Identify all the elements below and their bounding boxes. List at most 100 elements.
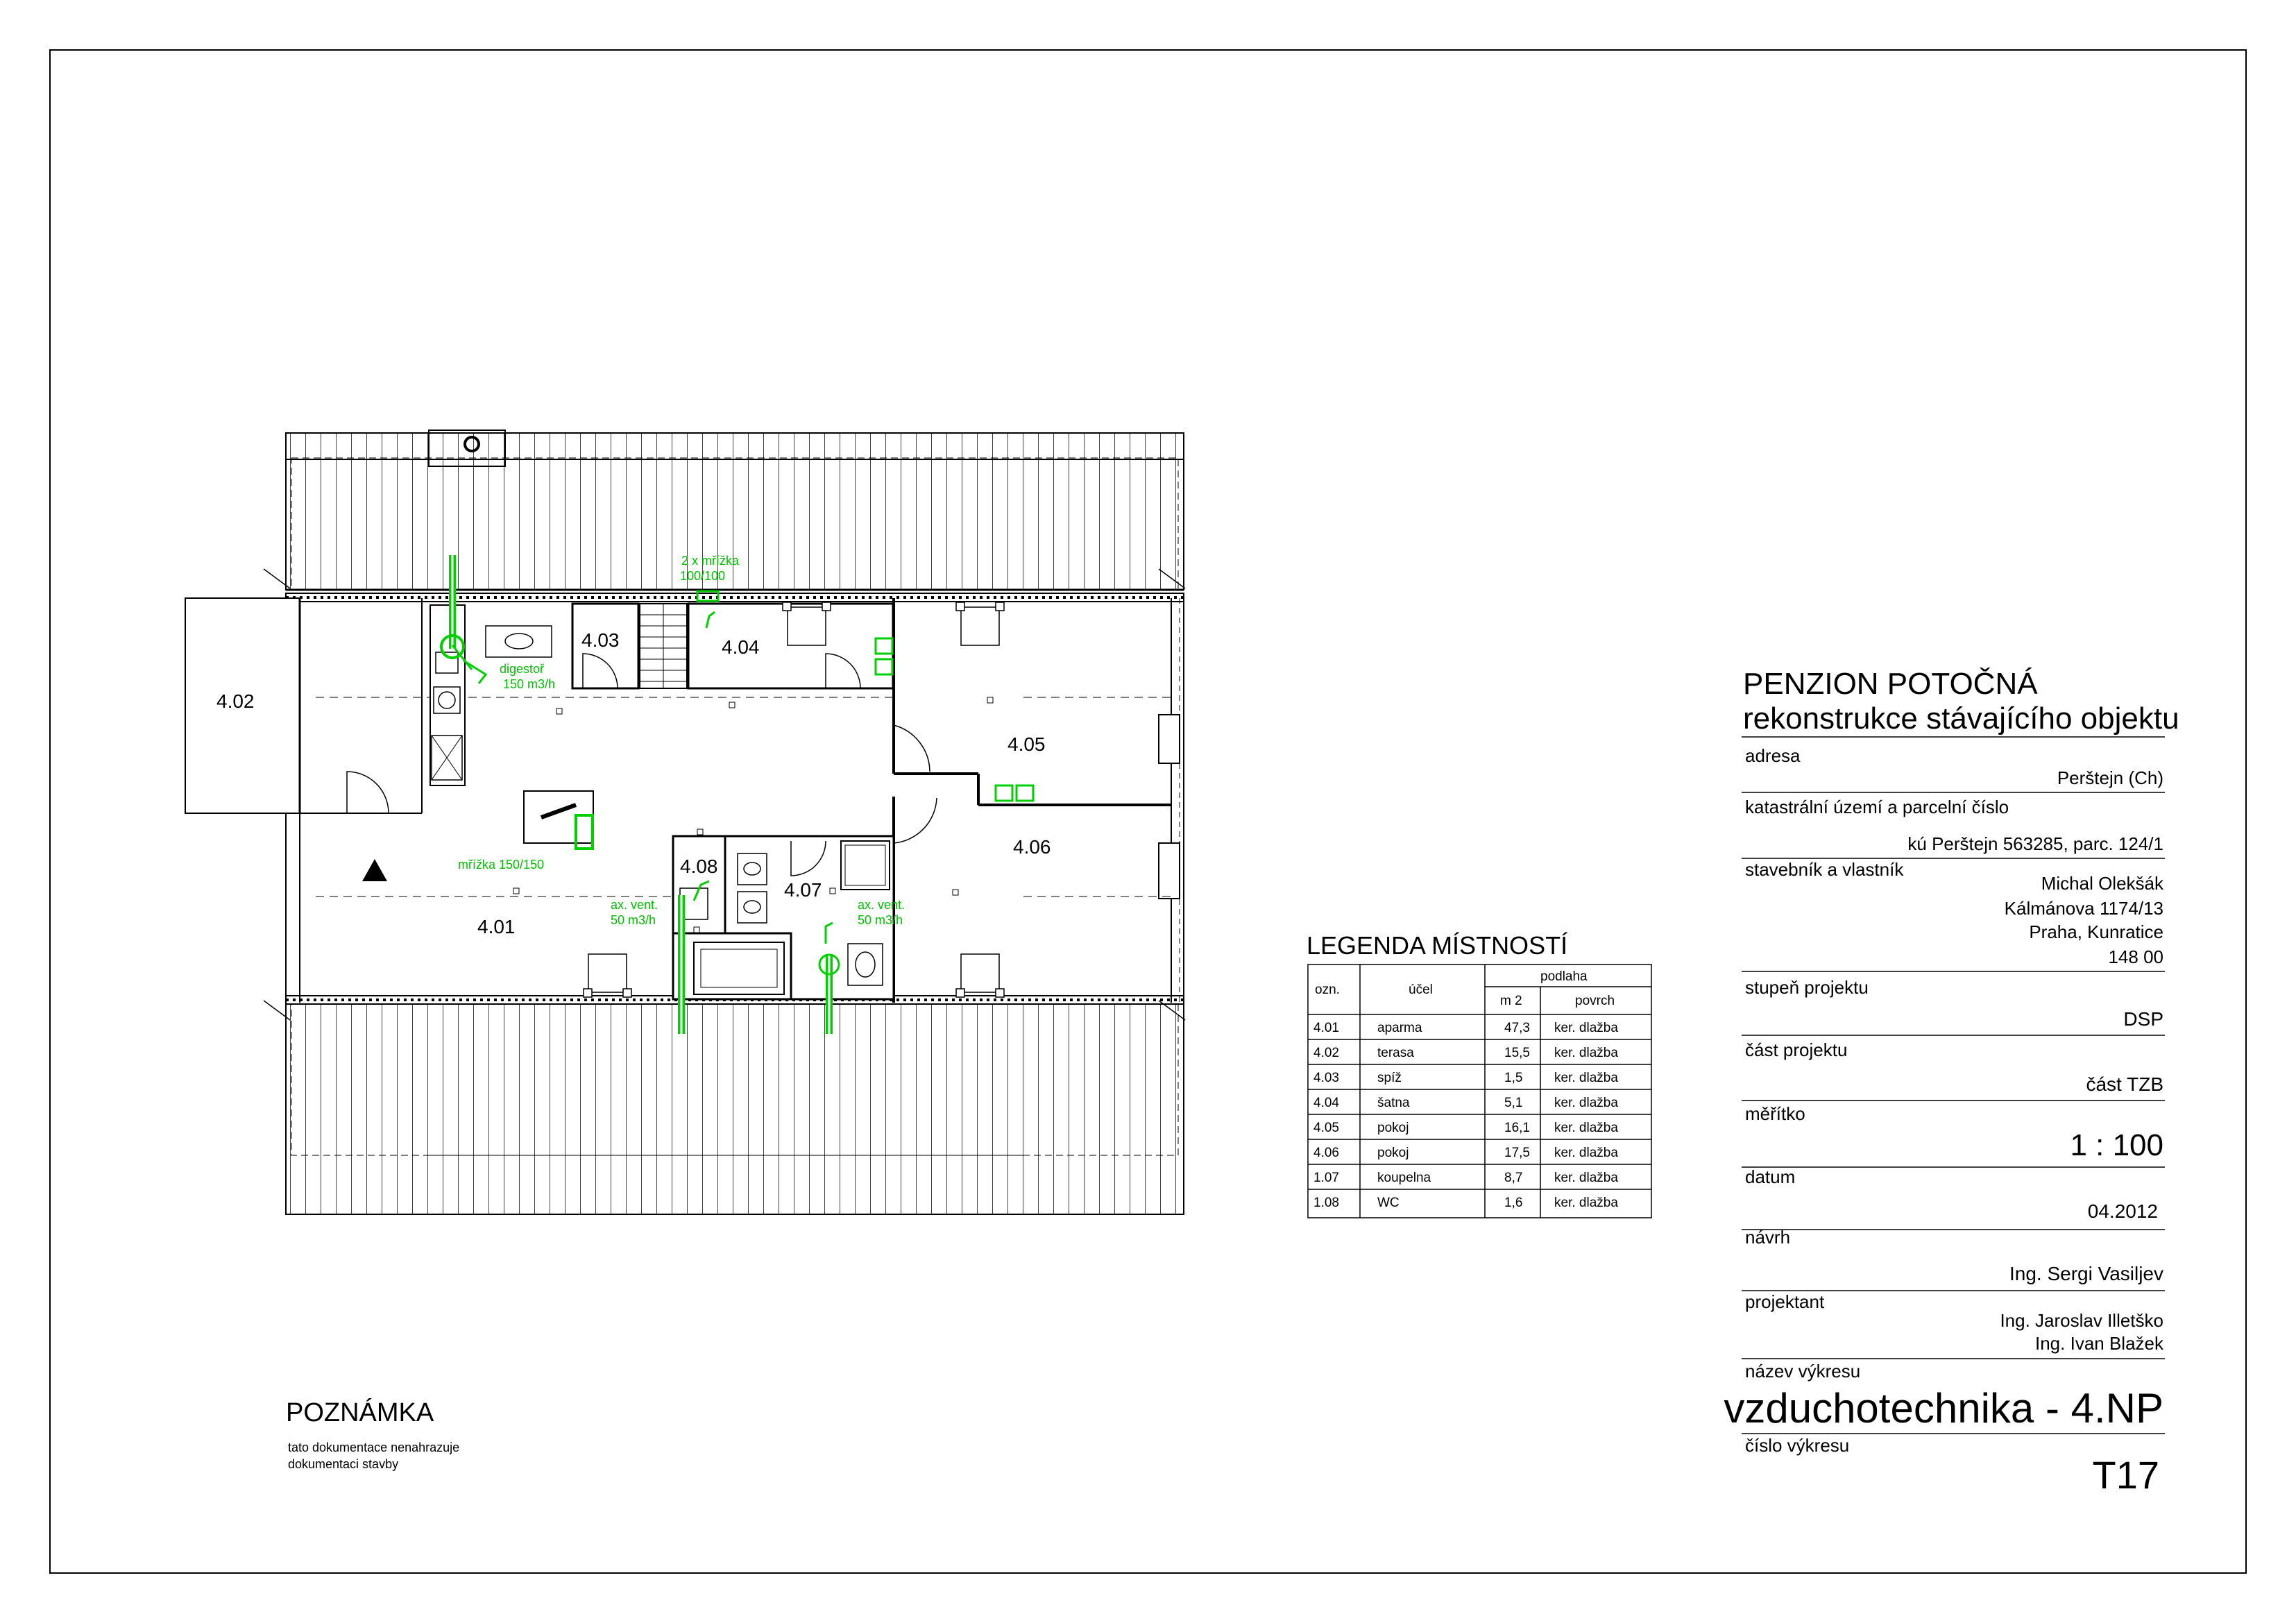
legend-cell-purpose: WC [1377,1196,1400,1210]
owner-name: Michal Olekšák [2041,873,2164,894]
legend-cell-purpose: pokoj [1377,1121,1409,1135]
room-4-03 [571,602,640,690]
legend-header-code: ozn. [1315,983,1340,997]
legend-cell-surface: ker. dlažba [1554,1096,1618,1110]
drawing-number: T17 [2093,1453,2160,1497]
grille-top-size: 100/100 [680,569,725,583]
room-label-4-04: 4.04 [722,636,760,658]
room-label-4-02: 4.02 [216,690,255,712]
legend-cell-area: 8,7 [1504,1171,1522,1185]
roof-bottom [285,1001,1184,1215]
drawing-number-label: číslo výkresu [1745,1435,1849,1456]
cadastre-value: kú Perštejn 563285, parc. 124/1 [1907,833,2163,854]
legend-cell-surface: ker. dlažba [1554,1021,1618,1035]
date-value: 04.2012 [2088,1200,2158,1222]
design-value: Ing. Sergi Vasiljev [2009,1263,2163,1284]
legend-cell-purpose: aparma [1377,1021,1422,1035]
legend-cell-area: 16,1 [1504,1121,1530,1135]
legend-cell-code: 4.03 [1313,1071,1339,1085]
sheet-border [49,49,2247,1574]
legend-cell-surface: ker. dlažba [1554,1046,1618,1060]
part-label: část projektu [1745,1039,1847,1060]
owner-zip: 148 00 [2108,946,2163,967]
room-4-04 [687,602,894,690]
legend-cell-area: 17,5 [1504,1146,1530,1160]
legend-header-purpose: účel [1409,983,1433,997]
legend-cell-area: 15,5 [1504,1046,1530,1060]
legend-cell-code: 1.08 [1313,1196,1339,1210]
legend-cell-area: 47,3 [1504,1021,1530,1035]
address-label: adresa [1745,745,1801,766]
axvent-right-label: ax. vent. [858,898,905,912]
project-subtitle: rekonstrukce stávajícího objektu [1743,702,2179,736]
axvent-right-flow: 50 m3/h [858,913,903,927]
legend-cell-area: 5,1 [1504,1096,1522,1110]
owner-label: stavebník a vlastník [1745,859,1904,880]
drawing-name: vzduchotechnika - 4.NP [1724,1385,2163,1431]
room-label-4-01: 4.01 [477,916,516,937]
legend-cell-code: 4.05 [1313,1121,1339,1135]
axvent-left-flow: 50 m3/h [611,913,656,927]
note-title: POZNÁMKA [286,1397,434,1427]
kitchen-island [523,790,594,844]
designer-2: Ing. Ivan Blažek [2035,1333,2164,1354]
legend-cell-code: 1.07 [1313,1171,1339,1185]
note-line-2: dokumentaci stavby [288,1457,398,1471]
hood-label: digestoř [500,662,545,676]
axvent-left-label: ax. vent. [611,898,658,912]
legend-cell-surface: ker. dlažba [1554,1171,1618,1185]
legend-cell-code: 4.04 [1313,1096,1339,1110]
legend-cell-area: 1,6 [1504,1196,1522,1210]
legend-cell-purpose: spíž [1377,1071,1402,1085]
legend-cell-code: 4.02 [1313,1046,1339,1060]
title-block: PENZION POTOČNÁ rekonstrukce stávajícího… [1724,666,2179,1497]
legend-cell-purpose: pokoj [1377,1146,1409,1160]
part-value: část TZB [2086,1073,2163,1095]
room-label-4-06: 4.06 [1013,836,1051,858]
ventilation-ducts [440,555,1035,1034]
owner-street: Kálmánova 1174/13 [2005,898,2163,919]
legend-cell-code: 4.01 [1313,1021,1339,1035]
designer-1: Ing. Jaroslav Illetško [2000,1310,2163,1331]
legend-title: LEGENDA MÍSTNOSTÍ [1307,931,1567,960]
legend-header-floor: podlaha [1540,969,1588,984]
date-label: datum [1745,1166,1795,1187]
room-label-4-08: 4.08 [680,856,718,877]
legend-cell-surface: ker. dlažba [1554,1121,1618,1135]
legend-cell-purpose: šatna [1377,1096,1410,1110]
scale-label: měřítko [1745,1103,1805,1124]
design-label: návrh [1745,1227,1790,1248]
scale-value: 1 : 100 [2070,1128,2163,1162]
designer-label: projektant [1745,1291,1825,1312]
terrace-4-02 [185,597,300,814]
stage-value: DSP [2123,1008,2163,1030]
stage-label: stupeň projektu [1745,977,1869,998]
floor-plan: 4.02 4.03 4.04 4.05 4.06 4.08 4.07 4.01 … [185,430,1186,1215]
legend-cell-area: 1,5 [1504,1071,1522,1085]
roof-top [285,432,1184,591]
grille-main-label: mřížka 150/150 [458,858,544,872]
owner-city: Praha, Kunratice [2029,921,2163,942]
legend-header-surface: povrch [1575,994,1615,1008]
legend-cell-code: 4.06 [1313,1146,1339,1160]
legend-cell-surface: ker. dlažba [1554,1146,1618,1160]
cadastre-label: katastrální území a parcelní číslo [1745,797,2009,817]
room-label-4-03: 4.03 [581,629,620,651]
project-title: PENZION POTOČNÁ [1743,666,2038,701]
room-legend: LEGENDA MÍSTNOSTÍ ozn. účel podlaha m 2 … [1307,931,1652,1218]
room-label-4-05: 4.05 [1007,733,1046,755]
legend-cell-surface: ker. dlažba [1554,1196,1618,1210]
legend-cell-purpose: terasa [1377,1046,1414,1060]
legend-cell-purpose: koupelna [1377,1171,1431,1185]
entrance-arrow-icon [362,859,387,881]
legend-header-area: m 2 [1500,994,1522,1008]
room-label-4-07: 4.07 [784,879,822,901]
note-line-1: tato dokumentace nenahrazuje [288,1441,459,1454]
legend-cell-surface: ker. dlažba [1554,1071,1618,1085]
address-value: Perštejn (Ch) [2057,767,2163,788]
drawing-name-label: název výkresu [1745,1361,1860,1382]
hood-flow: 150 m3/h [503,677,555,691]
note-block: POZNÁMKA tato dokumentace nenahrazuje do… [286,1397,459,1471]
grille-top-label: 2 x mřížka [681,554,740,568]
